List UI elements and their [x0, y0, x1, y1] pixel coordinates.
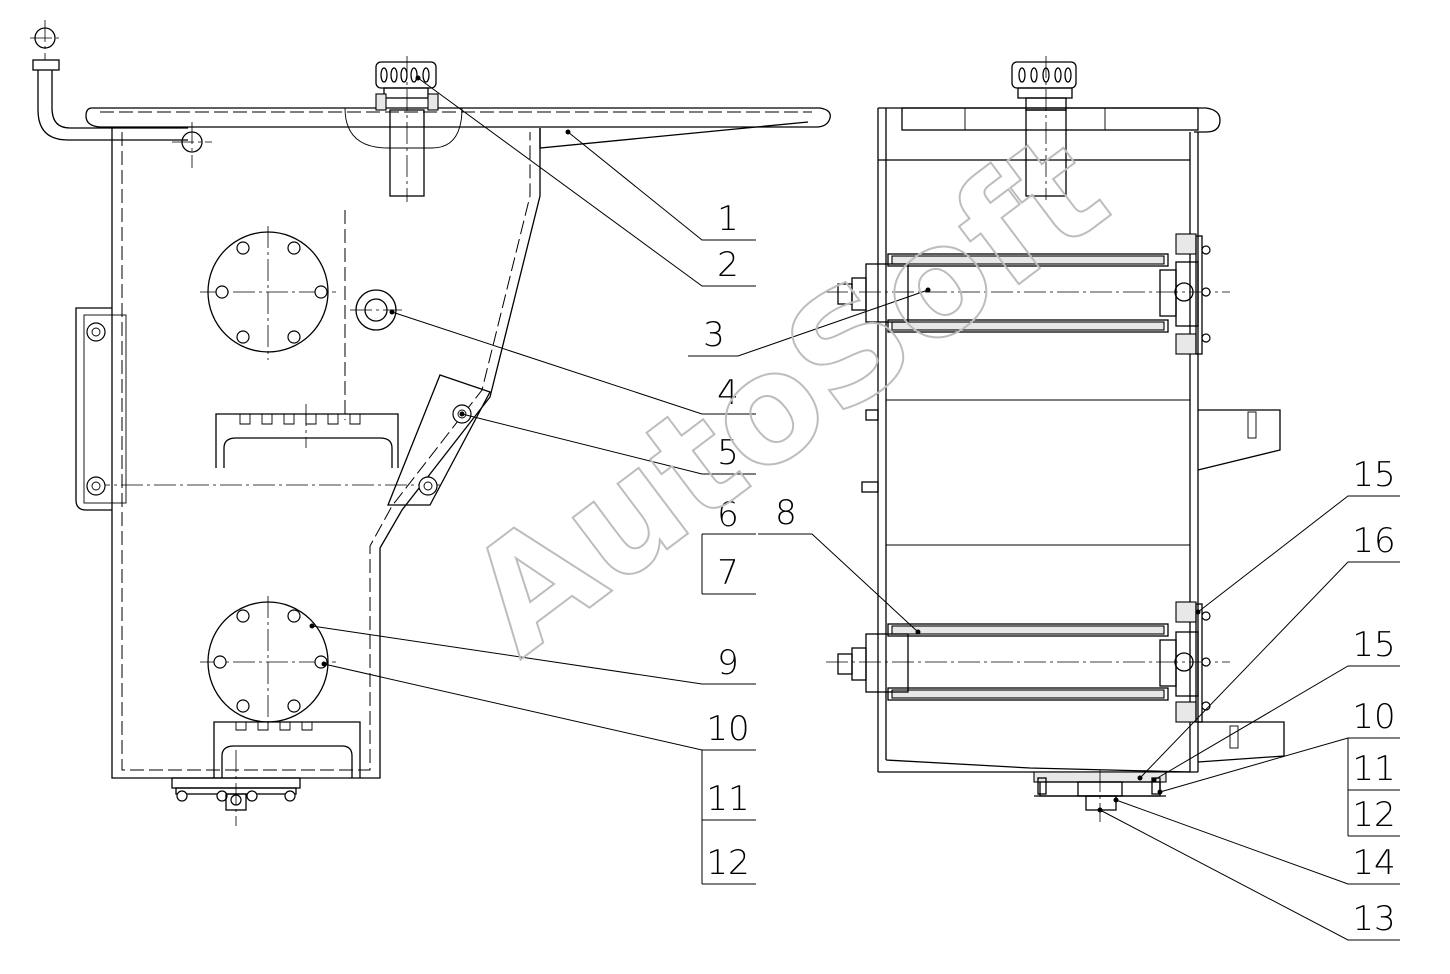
watermark: AutoSoft [437, 101, 1137, 689]
label-3: 3 [703, 315, 725, 355]
label-16: 16 [1352, 521, 1395, 561]
label-10: 10 [706, 709, 749, 749]
label-13: 13 [1352, 899, 1395, 939]
label-12-right: 12 [1352, 795, 1395, 835]
label-15-upper: 15 [1352, 455, 1395, 495]
right-section-view [826, 56, 1285, 822]
leader-lines [309, 75, 1400, 941]
label-7: 7 [717, 553, 739, 593]
lower-filter-element [826, 601, 1230, 723]
left-side-view [30, 20, 831, 826]
label-5: 5 [717, 433, 739, 473]
label-6: 6 [717, 495, 739, 535]
label-8: 8 [775, 493, 797, 533]
label-12: 12 [706, 843, 749, 883]
filler-pipe [30, 20, 212, 168]
label-4: 4 [717, 373, 739, 413]
label-9: 9 [717, 643, 739, 683]
label-11: 11 [706, 779, 749, 819]
breather-cap-section [1011, 56, 1077, 200]
lower-flange [200, 596, 336, 730]
upper-flange [200, 226, 336, 360]
label-10-right: 10 [1352, 697, 1395, 737]
label-1: 1 [717, 199, 739, 239]
breather-cap [375, 56, 439, 202]
label-11-right: 11 [1352, 749, 1395, 789]
label-14: 14 [1352, 843, 1395, 883]
part-labels: 1 2 3 4 5 6 7 8 9 10 11 12 15 16 15 10 1… [703, 199, 1395, 939]
label-15-lower: 15 [1352, 625, 1395, 665]
handle [215, 404, 399, 468]
upper-filter-element [826, 233, 1230, 355]
drain-flange [1033, 770, 1167, 822]
label-2: 2 [717, 245, 739, 285]
